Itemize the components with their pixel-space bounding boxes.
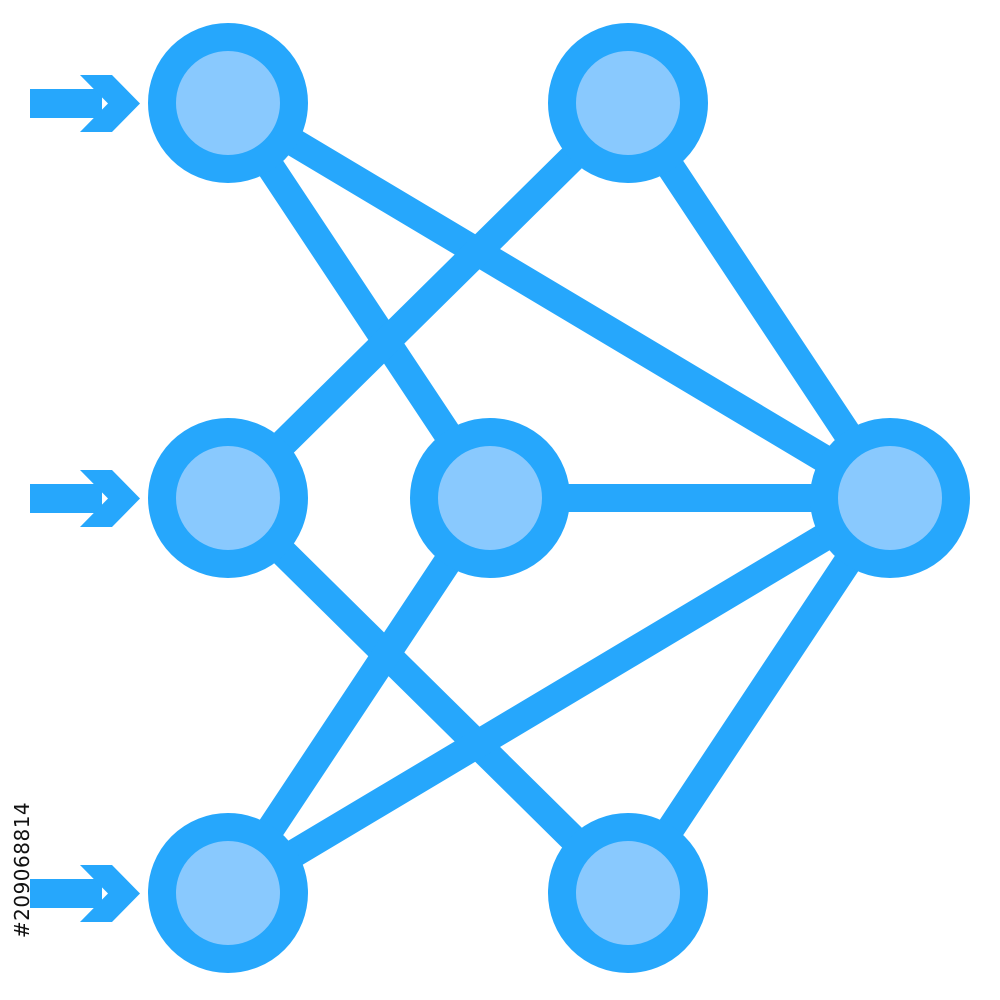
edge-input-1-to-output [214,89,904,512]
node-input-2 [148,418,308,578]
node-input-1 [148,23,308,183]
node-output [810,418,970,578]
node-hidden-3 [548,813,708,973]
node-input-3 [148,813,308,973]
stock-id-text: #209068814 [10,801,34,939]
nodes [148,23,970,973]
arrow-icon [30,470,140,527]
input-arrows [30,75,140,922]
node-hidden-2 [410,418,570,578]
stock-id-label: #209068814 [10,752,34,988]
edge-hidden-1-to-input-2 [214,89,642,512]
arrow-icon [30,865,140,922]
node-hidden-1 [548,23,708,183]
edge-input-2-to-hidden-3 [214,484,642,907]
arrow-icon [30,75,140,132]
edge-input-3-to-output [214,484,904,907]
